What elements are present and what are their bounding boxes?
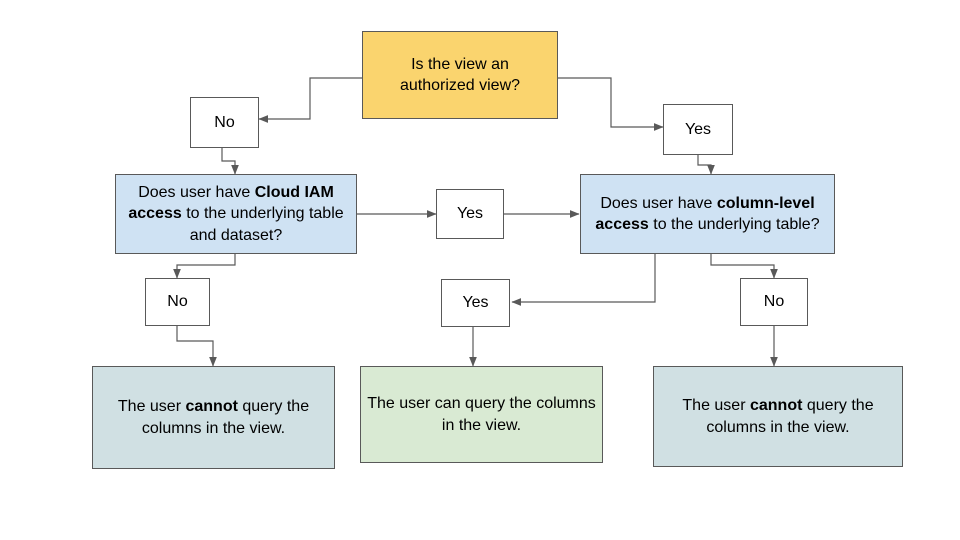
node-outcome-right-denied[interactable]: The user cannot query the columns in the… <box>653 366 903 467</box>
cannot-emphasis-left: cannot <box>185 398 238 416</box>
node-branch-iam-no-label: No <box>167 293 188 311</box>
node-is-authorized-view-label: Is the view an authorized view? <box>399 55 521 94</box>
cloud-iam-emphasis: Cloud IAM access <box>128 184 334 223</box>
node-outcome-left-denied[interactable]: The user cannot query the columns in the… <box>92 366 335 469</box>
edge-authorized-to-no <box>258 77 362 123</box>
node-branch-iam-yes[interactable]: Yes <box>436 189 504 239</box>
node-branch-column-yes[interactable]: Yes <box>441 279 510 327</box>
node-cloud-iam-question[interactable]: Does user have Cloud IAM access to the u… <box>115 174 357 254</box>
node-branch-view-yes-label: Yes <box>684 120 712 138</box>
edge-authorized-to-yes <box>558 77 664 131</box>
node-cloud-iam-question-label: Does user have Cloud IAM access to the u… <box>128 184 344 244</box>
node-branch-view-no[interactable]: No <box>190 97 259 148</box>
node-column-level-question[interactable]: Does user have column-level access to th… <box>580 174 835 254</box>
edge-column-level-to-yes <box>511 254 656 306</box>
edge-no-to-cloud-iam <box>221 148 239 175</box>
edge-cloud-iam-to-no <box>173 254 236 279</box>
edge-no-to-left-outcome <box>176 326 217 367</box>
column-level-emphasis: column-level access <box>595 194 815 233</box>
cannot-emphasis-right: cannot <box>749 397 803 415</box>
node-outcome-center-allowed-label: The user can query the columns in the vi… <box>367 395 596 434</box>
node-branch-column-no[interactable]: No <box>740 278 808 326</box>
node-branch-column-no-label: No <box>763 293 785 311</box>
node-is-authorized-view[interactable]: Is the view an authorized view? <box>362 31 558 119</box>
node-branch-view-yes[interactable]: Yes <box>663 104 733 155</box>
node-outcome-center-allowed[interactable]: The user can query the columns in the vi… <box>360 366 603 463</box>
node-outcome-right-denied-label: The user cannot query the columns in the… <box>682 397 874 436</box>
edge-column-level-to-no <box>710 254 778 279</box>
node-outcome-left-denied-label: The user cannot query the columns in the… <box>117 398 310 437</box>
node-branch-column-yes-label: Yes <box>462 294 489 312</box>
node-column-level-question-label: Does user have column-level access to th… <box>595 194 820 233</box>
node-branch-iam-yes-label: Yes <box>456 205 484 223</box>
edge-yes-to-column-level <box>697 155 715 175</box>
node-branch-view-no-label: No <box>214 113 235 131</box>
node-branch-iam-no[interactable]: No <box>145 278 210 326</box>
